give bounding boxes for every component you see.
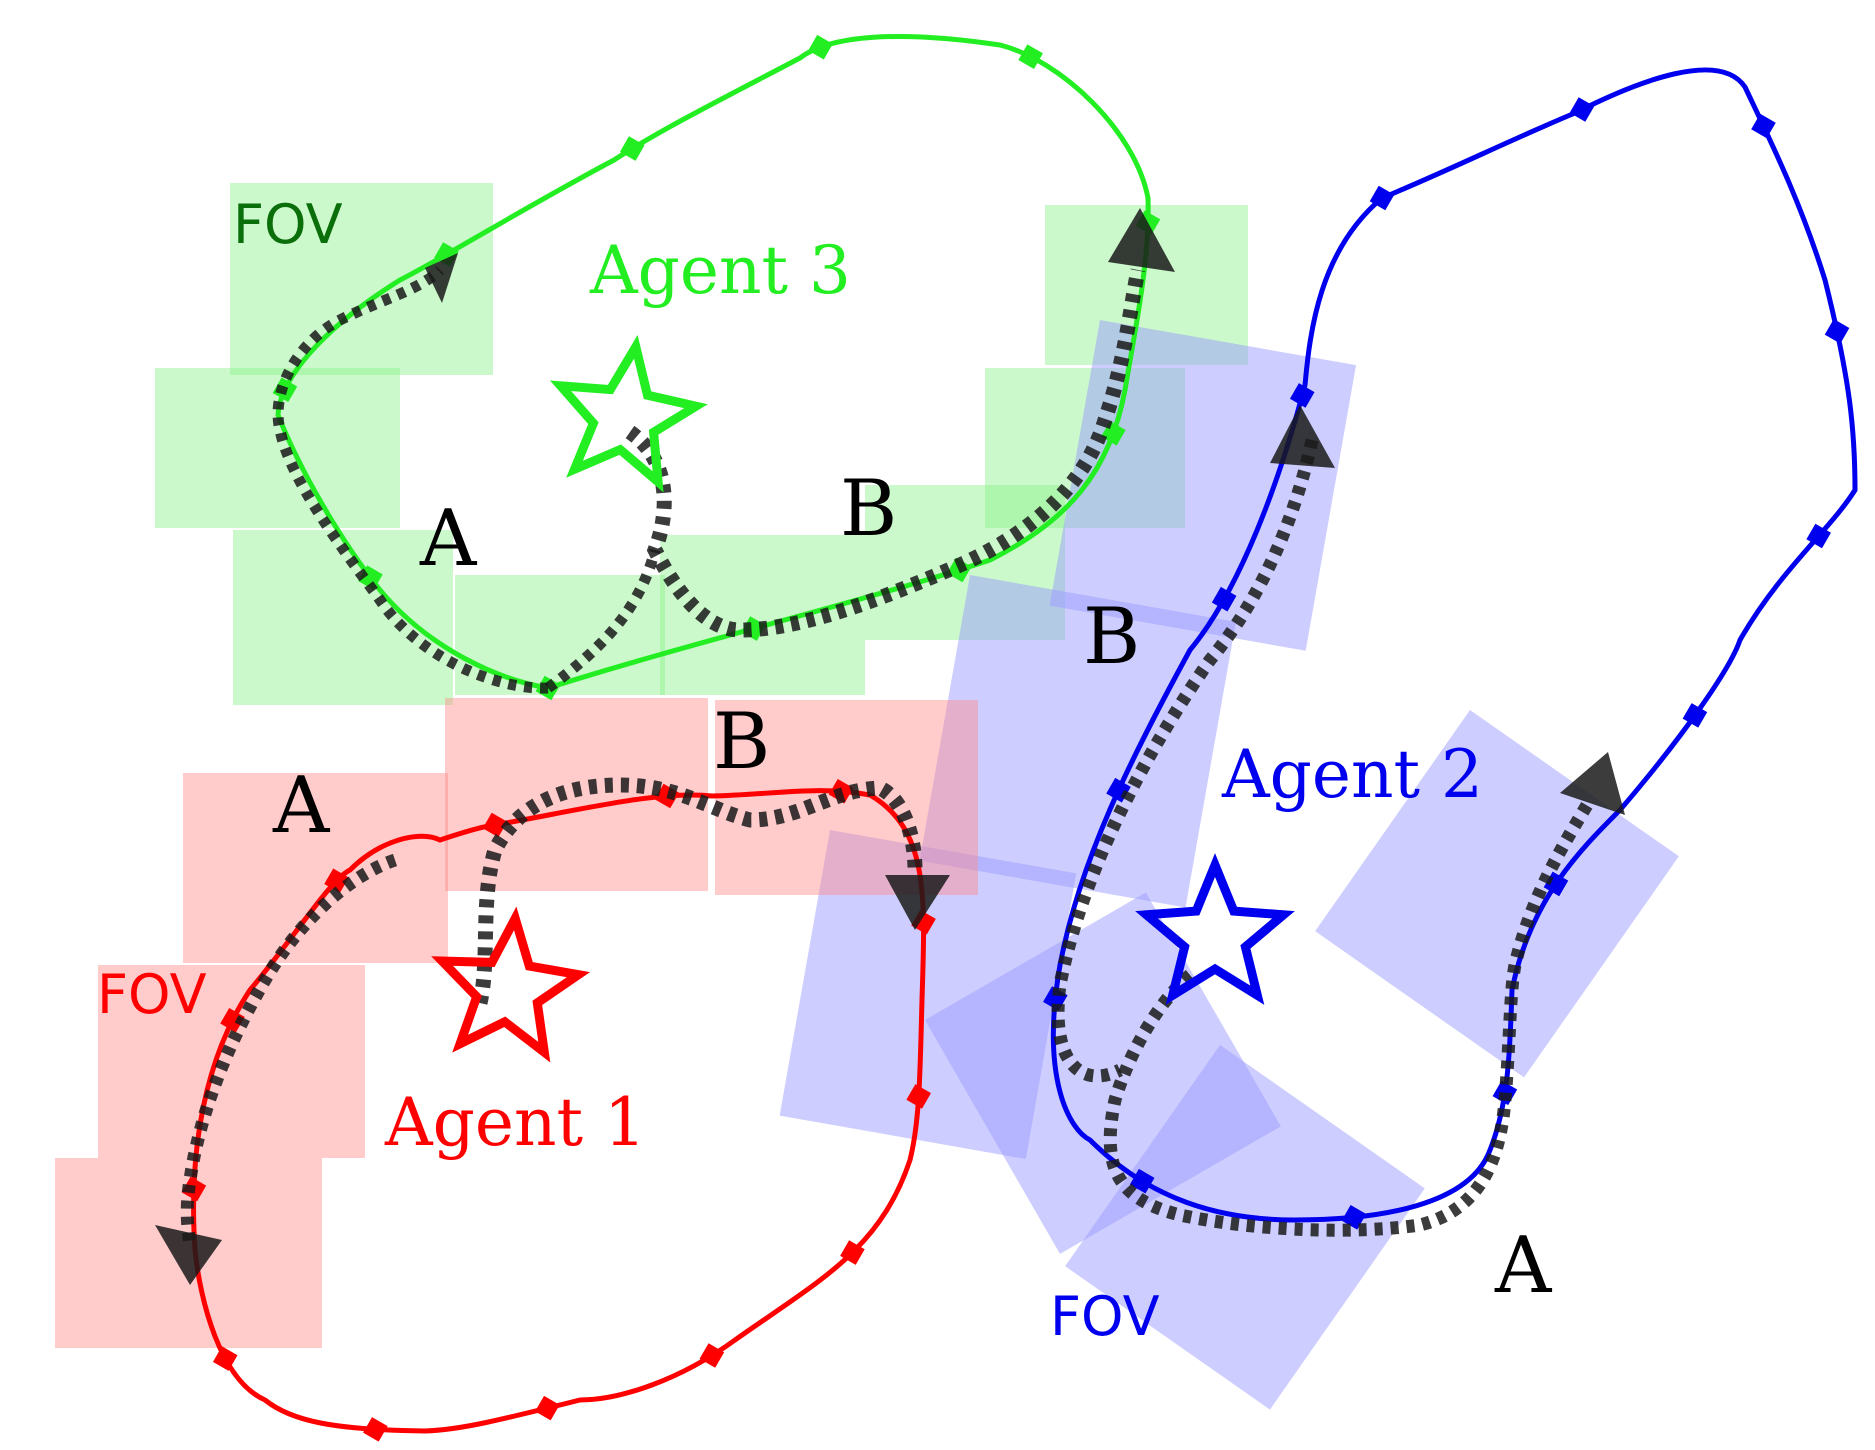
agent-1-name-label: Agent 1 [384, 1084, 646, 1161]
square-waypoint-icon [212, 1346, 238, 1371]
agent-3-fov-label: FOV [233, 193, 343, 256]
arrowhead-icon [155, 1225, 222, 1285]
square-waypoint-icon [363, 1417, 388, 1442]
direction-arrows [155, 208, 1625, 1285]
agent-2-fov-label: FOV [1050, 1285, 1160, 1348]
agent-2-region-a-label: A [1494, 1221, 1553, 1311]
arrowhead-icon [1108, 208, 1175, 272]
agent-2-region-b-label: B [1083, 592, 1140, 682]
fov-box [183, 773, 448, 963]
square-waypoint-icon [1806, 523, 1831, 549]
arrowhead-icon [425, 253, 458, 303]
fov-box [919, 575, 1236, 908]
agent-3-start-link [544, 548, 661, 693]
square-waypoint-icon [1369, 185, 1395, 211]
square-waypoint-icon [840, 1240, 865, 1265]
square-waypoint-icon [1824, 319, 1850, 344]
arrowhead-icon [1270, 405, 1335, 468]
agent-3-region-b-label: B [840, 464, 897, 554]
coverage-paths [180, 265, 1596, 1246]
arrowhead-icon [885, 875, 950, 930]
square-waypoint-icon [1682, 703, 1708, 728]
agent-3-coverage-path-b [625, 268, 1146, 638]
agent-1-star-icon [431, 906, 591, 1063]
square-waypoint-icon [808, 34, 833, 60]
agent-3-name-label: Agent 3 [589, 232, 851, 309]
agent-2-trajectory [1051, 67, 1858, 1223]
square-waypoint-icon [1018, 44, 1043, 69]
square-waypoint-icon [535, 1395, 560, 1421]
square-waypoint-icon [1211, 586, 1237, 612]
fov-box [660, 535, 865, 695]
agent-2-coverage-path-b [1051, 438, 1319, 1083]
square-waypoint-icon [324, 868, 349, 894]
agent-1-region-b-label: B [713, 697, 770, 787]
agent-2-star-icon [1135, 853, 1295, 1005]
agent-1-region-a-label: A [272, 761, 331, 851]
square-waypoint-icon [906, 1084, 931, 1109]
fov-box [1049, 320, 1357, 651]
agent-2-coverage-path-a [1103, 796, 1596, 1237]
square-waypoint-icon [699, 1343, 725, 1368]
agent-3-coverage-path-a [272, 265, 549, 694]
square-waypoint-icon [1289, 383, 1315, 408]
arrowhead-icon [1560, 752, 1625, 815]
square-waypoint-icon [482, 812, 508, 838]
agent-3-star-icon [549, 335, 708, 493]
start-markers [431, 335, 1295, 1063]
fov-box [233, 530, 453, 705]
square-waypoint-icon [1751, 113, 1776, 139]
square-waypoint-icon [1569, 97, 1595, 122]
agent-2-name-label: Agent 2 [1221, 736, 1483, 813]
fov-box [98, 965, 365, 1158]
agent-1-coverage-path-b [472, 777, 923, 1005]
square-waypoint-icon [619, 136, 645, 161]
agent-3-region-a-label: A [419, 494, 478, 584]
fov-box [1065, 1045, 1425, 1410]
square-waypoint-icon [220, 1007, 245, 1033]
agent-1-coverage-path-a [180, 853, 398, 1246]
square-waypoint-icon [1129, 1168, 1155, 1194]
agent-1-fov-label: FOV [97, 963, 207, 1026]
